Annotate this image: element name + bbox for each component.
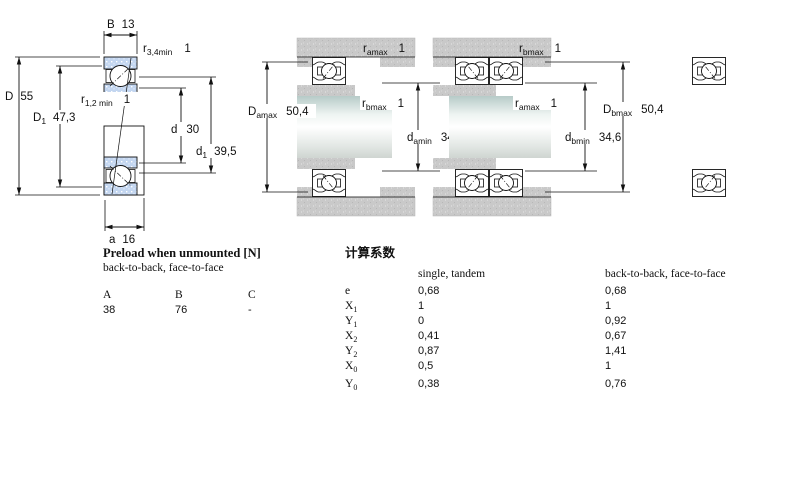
preload-header-b: B — [175, 289, 183, 301]
factors-title: 计算系数 — [345, 246, 396, 260]
housing-top — [296, 37, 416, 58]
factor-value: 1 — [605, 300, 612, 312]
factor-value: 0,68 — [418, 285, 440, 297]
factor-row-label: Y0 — [345, 378, 358, 392]
bearing-unit — [692, 57, 726, 85]
housing-bottom — [296, 196, 416, 217]
factors-header-single-tandem: single, tandem — [418, 268, 486, 280]
bearing-unit — [692, 169, 726, 197]
preload-header-c: C — [248, 289, 256, 301]
factor-value: 0,41 — [418, 330, 440, 342]
preload-header-a: A — [103, 289, 112, 301]
factor-value: 1 — [605, 360, 612, 372]
factor-value: 0,38 — [418, 378, 440, 390]
preload-value-b: 76 — [175, 304, 188, 316]
factor-row-label: X1 — [345, 300, 358, 314]
svg-text:D55: D55 — [5, 91, 33, 103]
svg-text:a16: a16 — [109, 234, 135, 246]
factor-value: 0,5 — [418, 360, 434, 372]
factor-row-label: Y2 — [345, 345, 358, 359]
factor-value: 0,67 — [605, 330, 627, 342]
factor-value: 0,76 — [605, 378, 627, 390]
svg-text:d30: d30 — [171, 124, 199, 136]
factor-value: 0 — [418, 315, 425, 327]
factor-row-label: X0 — [345, 360, 358, 374]
factor-value: 0,92 — [605, 315, 627, 327]
preload-table: Preload when unmounted [N] back-to-back,… — [103, 246, 308, 319]
bearing-unit — [312, 169, 346, 197]
contact-line — [111, 57, 132, 195]
factor-value: 1,41 — [605, 345, 627, 357]
svg-text:B13: B13 — [107, 19, 134, 31]
calculation-factors-table: 计算系数 single, tandem back-to-back, face-t… — [345, 246, 765, 393]
preload-subtitle: back-to-back, face-to-face — [103, 262, 224, 274]
factor-value: 0,68 — [605, 285, 627, 297]
bearing-unit — [489, 57, 523, 85]
bearing-unit — [455, 57, 489, 85]
factor-value: 1 — [418, 300, 425, 312]
housing-bottom — [432, 196, 552, 217]
factor-value: 0,87 — [418, 345, 440, 357]
bearing-unit — [489, 169, 523, 197]
preload-value-a: 38 — [103, 304, 116, 316]
preload-value-c: - — [248, 304, 252, 316]
factors-header-spacer — [345, 268, 418, 285]
factors-header-back-to-back: back-to-back, face-to-face — [605, 268, 726, 280]
factor-row-label: Y1 — [345, 315, 358, 329]
bearing-unit — [312, 57, 346, 85]
bearing-unit — [455, 169, 489, 197]
factor-row-label: X2 — [345, 330, 358, 344]
factor-row-label: e — [345, 285, 351, 297]
preload-title: Preload when unmounted [N] — [103, 246, 261, 260]
